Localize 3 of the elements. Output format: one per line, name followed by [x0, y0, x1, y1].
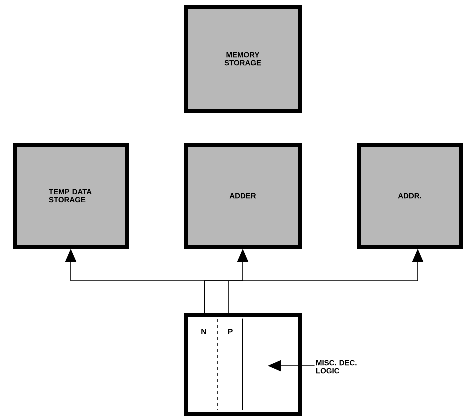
register-section: P	[228, 329, 233, 335]
register-box	[184, 313, 302, 416]
register-section: N	[202, 318, 218, 410]
